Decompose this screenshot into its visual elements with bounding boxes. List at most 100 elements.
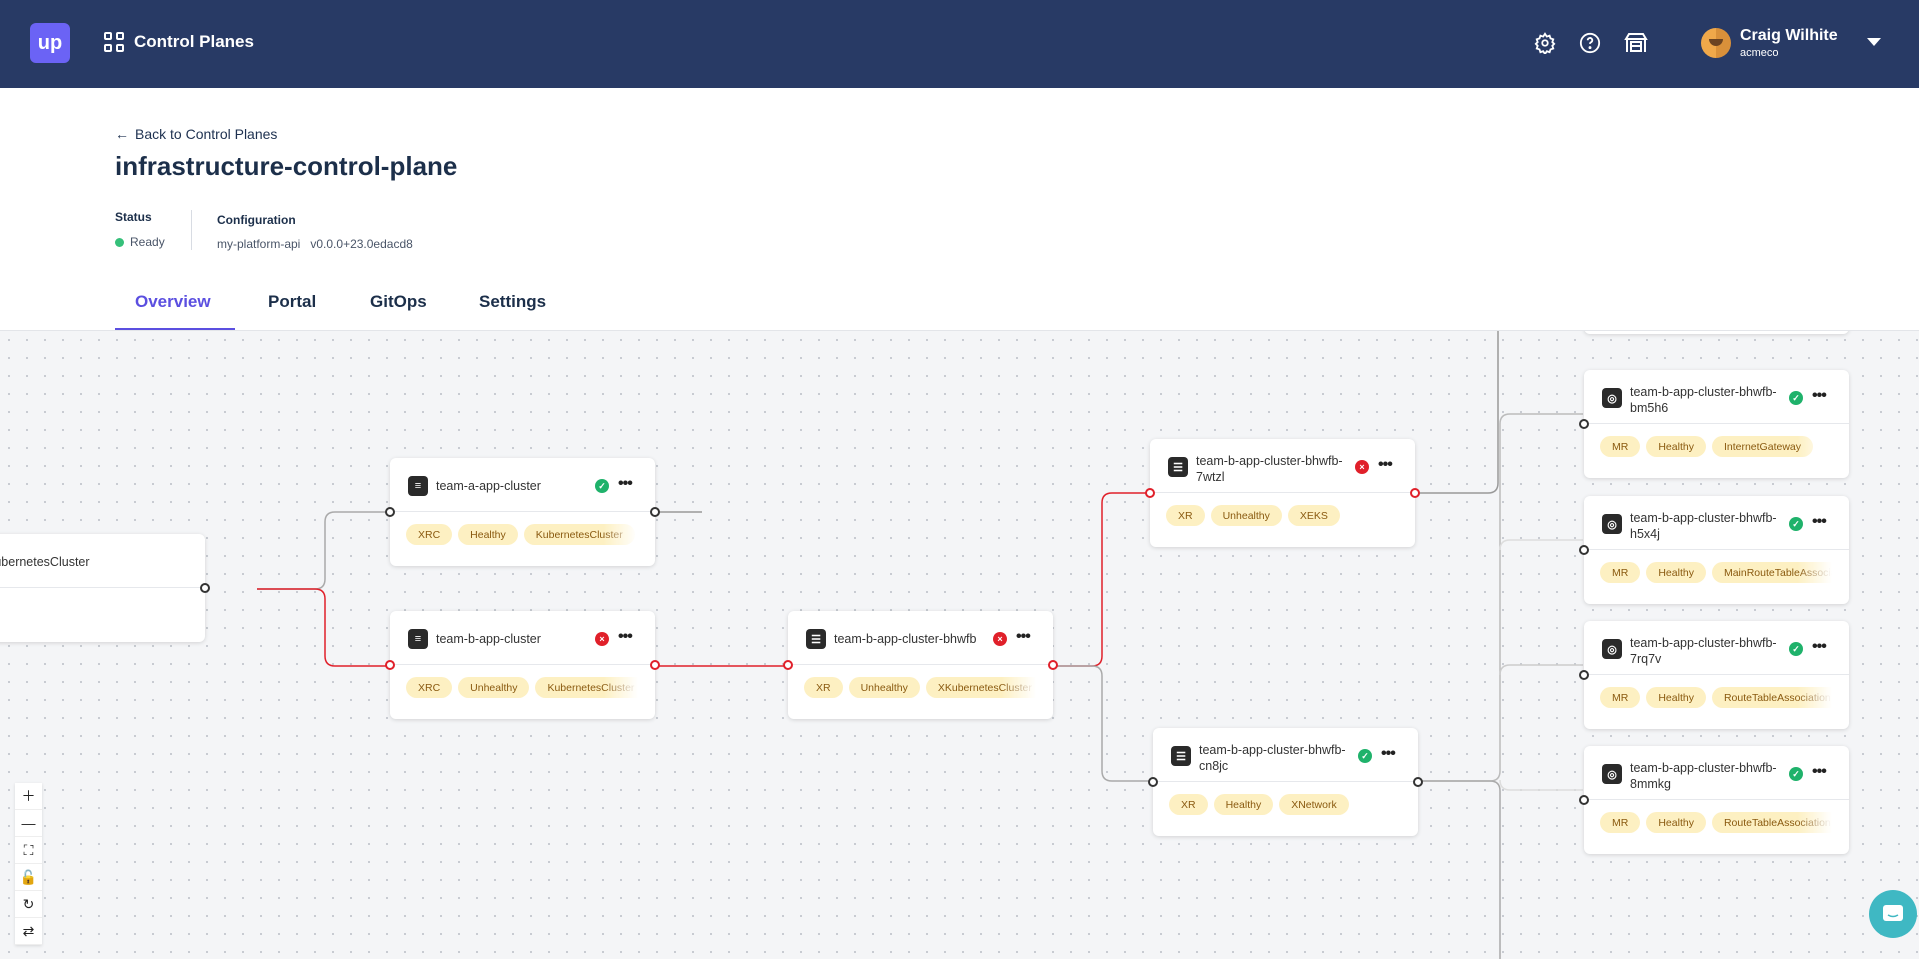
rotate-icon[interactable]: ↻ (15, 891, 42, 918)
node-title: team-b-app-cluster-bhwfb-cn8jc (1199, 743, 1346, 773)
edge (1053, 665, 1153, 782)
node-header: K KubernetesCluster (0, 534, 205, 588)
output-handle[interactable] (200, 583, 210, 593)
composite-icon: ☰ (806, 629, 826, 649)
tag-chip: MR (1600, 812, 1641, 833)
tag-chip: Healthy (1646, 436, 1706, 457)
check-circle-icon: ✓ (595, 479, 609, 493)
input-handle[interactable] (1579, 545, 1589, 555)
config-name[interactable]: my-platform-api (217, 237, 301, 251)
caret-down-icon[interactable] (1867, 38, 1881, 46)
status-label: Status (115, 210, 152, 224)
tag-chip: Unhealthy (848, 677, 920, 698)
edge (257, 511, 389, 590)
edge (1418, 780, 1501, 959)
zoom-out-icon[interactable]: — (15, 810, 42, 837)
output-handle[interactable] (1413, 777, 1423, 787)
avatar[interactable] (1701, 28, 1731, 58)
more-options-icon[interactable]: ••• (618, 628, 633, 645)
input-handle[interactable] (1148, 777, 1158, 787)
tab-settings[interactable]: Settings (479, 292, 547, 311)
edge (1499, 779, 1583, 791)
error-circle-icon: × (993, 632, 1007, 646)
node-title: team-a-app-cluster (436, 479, 541, 493)
page-title: infrastructure-control-plane (115, 151, 458, 181)
more-options-icon[interactable]: ••• (1812, 387, 1827, 404)
upbound-logo[interactable]: up (30, 23, 70, 63)
more-options-icon[interactable]: ••• (1812, 638, 1827, 655)
more-options-icon[interactable]: ••• (1381, 745, 1396, 762)
edges (257, 331, 1583, 959)
status-text: Ready (130, 235, 165, 249)
output-handle[interactable] (1048, 660, 1058, 670)
graph-canvas[interactable]: K KubernetesClusterAPI ≡ team-a-app-clus… (0, 330, 1919, 959)
node-partial[interactable] (1584, 331, 1849, 334)
more-options-icon[interactable]: ••• (618, 475, 633, 492)
settings-icon[interactable] (1532, 30, 1558, 56)
arrow-left-icon: ← (115, 126, 129, 142)
graph-node[interactable]: K KubernetesClusterAPI (0, 534, 210, 642)
input-handle[interactable] (783, 660, 793, 670)
chat-launcher-icon[interactable] (1869, 890, 1917, 938)
tag-chip: RouteTableAssociation (1711, 812, 1832, 833)
refresh-icon[interactable]: ⇄ (15, 918, 42, 945)
tag-chip: Unhealthy (458, 677, 530, 698)
zoom-in-icon[interactable]: ＋ (15, 783, 42, 810)
output-handle[interactable] (1410, 488, 1420, 498)
node-header: ◎ team-b-app-cluster-bhwfb-7rq7v✓ ••• (1584, 621, 1849, 675)
more-options-icon[interactable]: ••• (1016, 628, 1031, 645)
more-options-icon[interactable]: ••• (1812, 763, 1827, 780)
tag-chip: XNetwork (1279, 794, 1349, 815)
back-link[interactable]: ← Back to Control Planes (115, 126, 277, 142)
tag-chip: KubernetesCluster (523, 524, 635, 545)
check-circle-icon: ✓ (1789, 517, 1803, 531)
input-handle[interactable] (385, 660, 395, 670)
node-title: KubernetesCluster (0, 555, 90, 569)
input-handle[interactable] (1579, 670, 1589, 680)
tag-chip: Unhealthy (1210, 505, 1282, 526)
control-planes-label: Control Planes (134, 32, 254, 51)
layers-icon: ≡ (408, 629, 428, 649)
configuration-value: my-platform-api v0.0.0+23.0edacd8 (217, 237, 413, 251)
more-options-icon[interactable]: ••• (1378, 456, 1393, 473)
control-planes-nav[interactable]: Control Planes (104, 32, 254, 52)
input-handle[interactable] (385, 507, 395, 517)
edge (1415, 331, 1499, 494)
user-name[interactable]: Craig Wilhite (1740, 27, 1838, 44)
composite-icon: ☰ (1168, 457, 1188, 477)
tag-chip: KubernetesCluster (535, 677, 638, 698)
help-icon[interactable] (1577, 30, 1603, 56)
output-handle[interactable] (650, 507, 660, 517)
output-handle[interactable] (650, 660, 660, 670)
tab-portal[interactable]: Portal (268, 292, 317, 311)
tag-chip: RouteTableAssociation (1711, 687, 1832, 708)
check-circle-icon: ✓ (1358, 749, 1372, 763)
marketplace-icon[interactable] (1623, 30, 1649, 56)
tab-gitops[interactable]: GitOps (370, 292, 427, 311)
fit-view-icon[interactable]: ⛶ (15, 837, 42, 864)
active-tab-indicator (115, 328, 235, 330)
tag-chip: XR (804, 677, 843, 698)
lock-icon[interactable]: 🔓 (15, 864, 42, 891)
tab-overview[interactable]: Overview (135, 292, 211, 311)
input-handle[interactable] (1579, 795, 1589, 805)
input-handle[interactable] (1579, 419, 1589, 429)
node-header: ☰ team-b-app-cluster-bhwfb-cn8jc✓ ••• (1153, 728, 1418, 782)
edge (257, 588, 389, 667)
node-title: team-b-app-cluster-bhwfb-8mmkg (1630, 761, 1777, 791)
node-title: team-b-app-cluster (436, 632, 541, 646)
more-options-icon[interactable]: ••• (1812, 513, 1827, 530)
input-handle[interactable] (1145, 488, 1155, 498)
tag-chip: Healthy (458, 524, 518, 545)
